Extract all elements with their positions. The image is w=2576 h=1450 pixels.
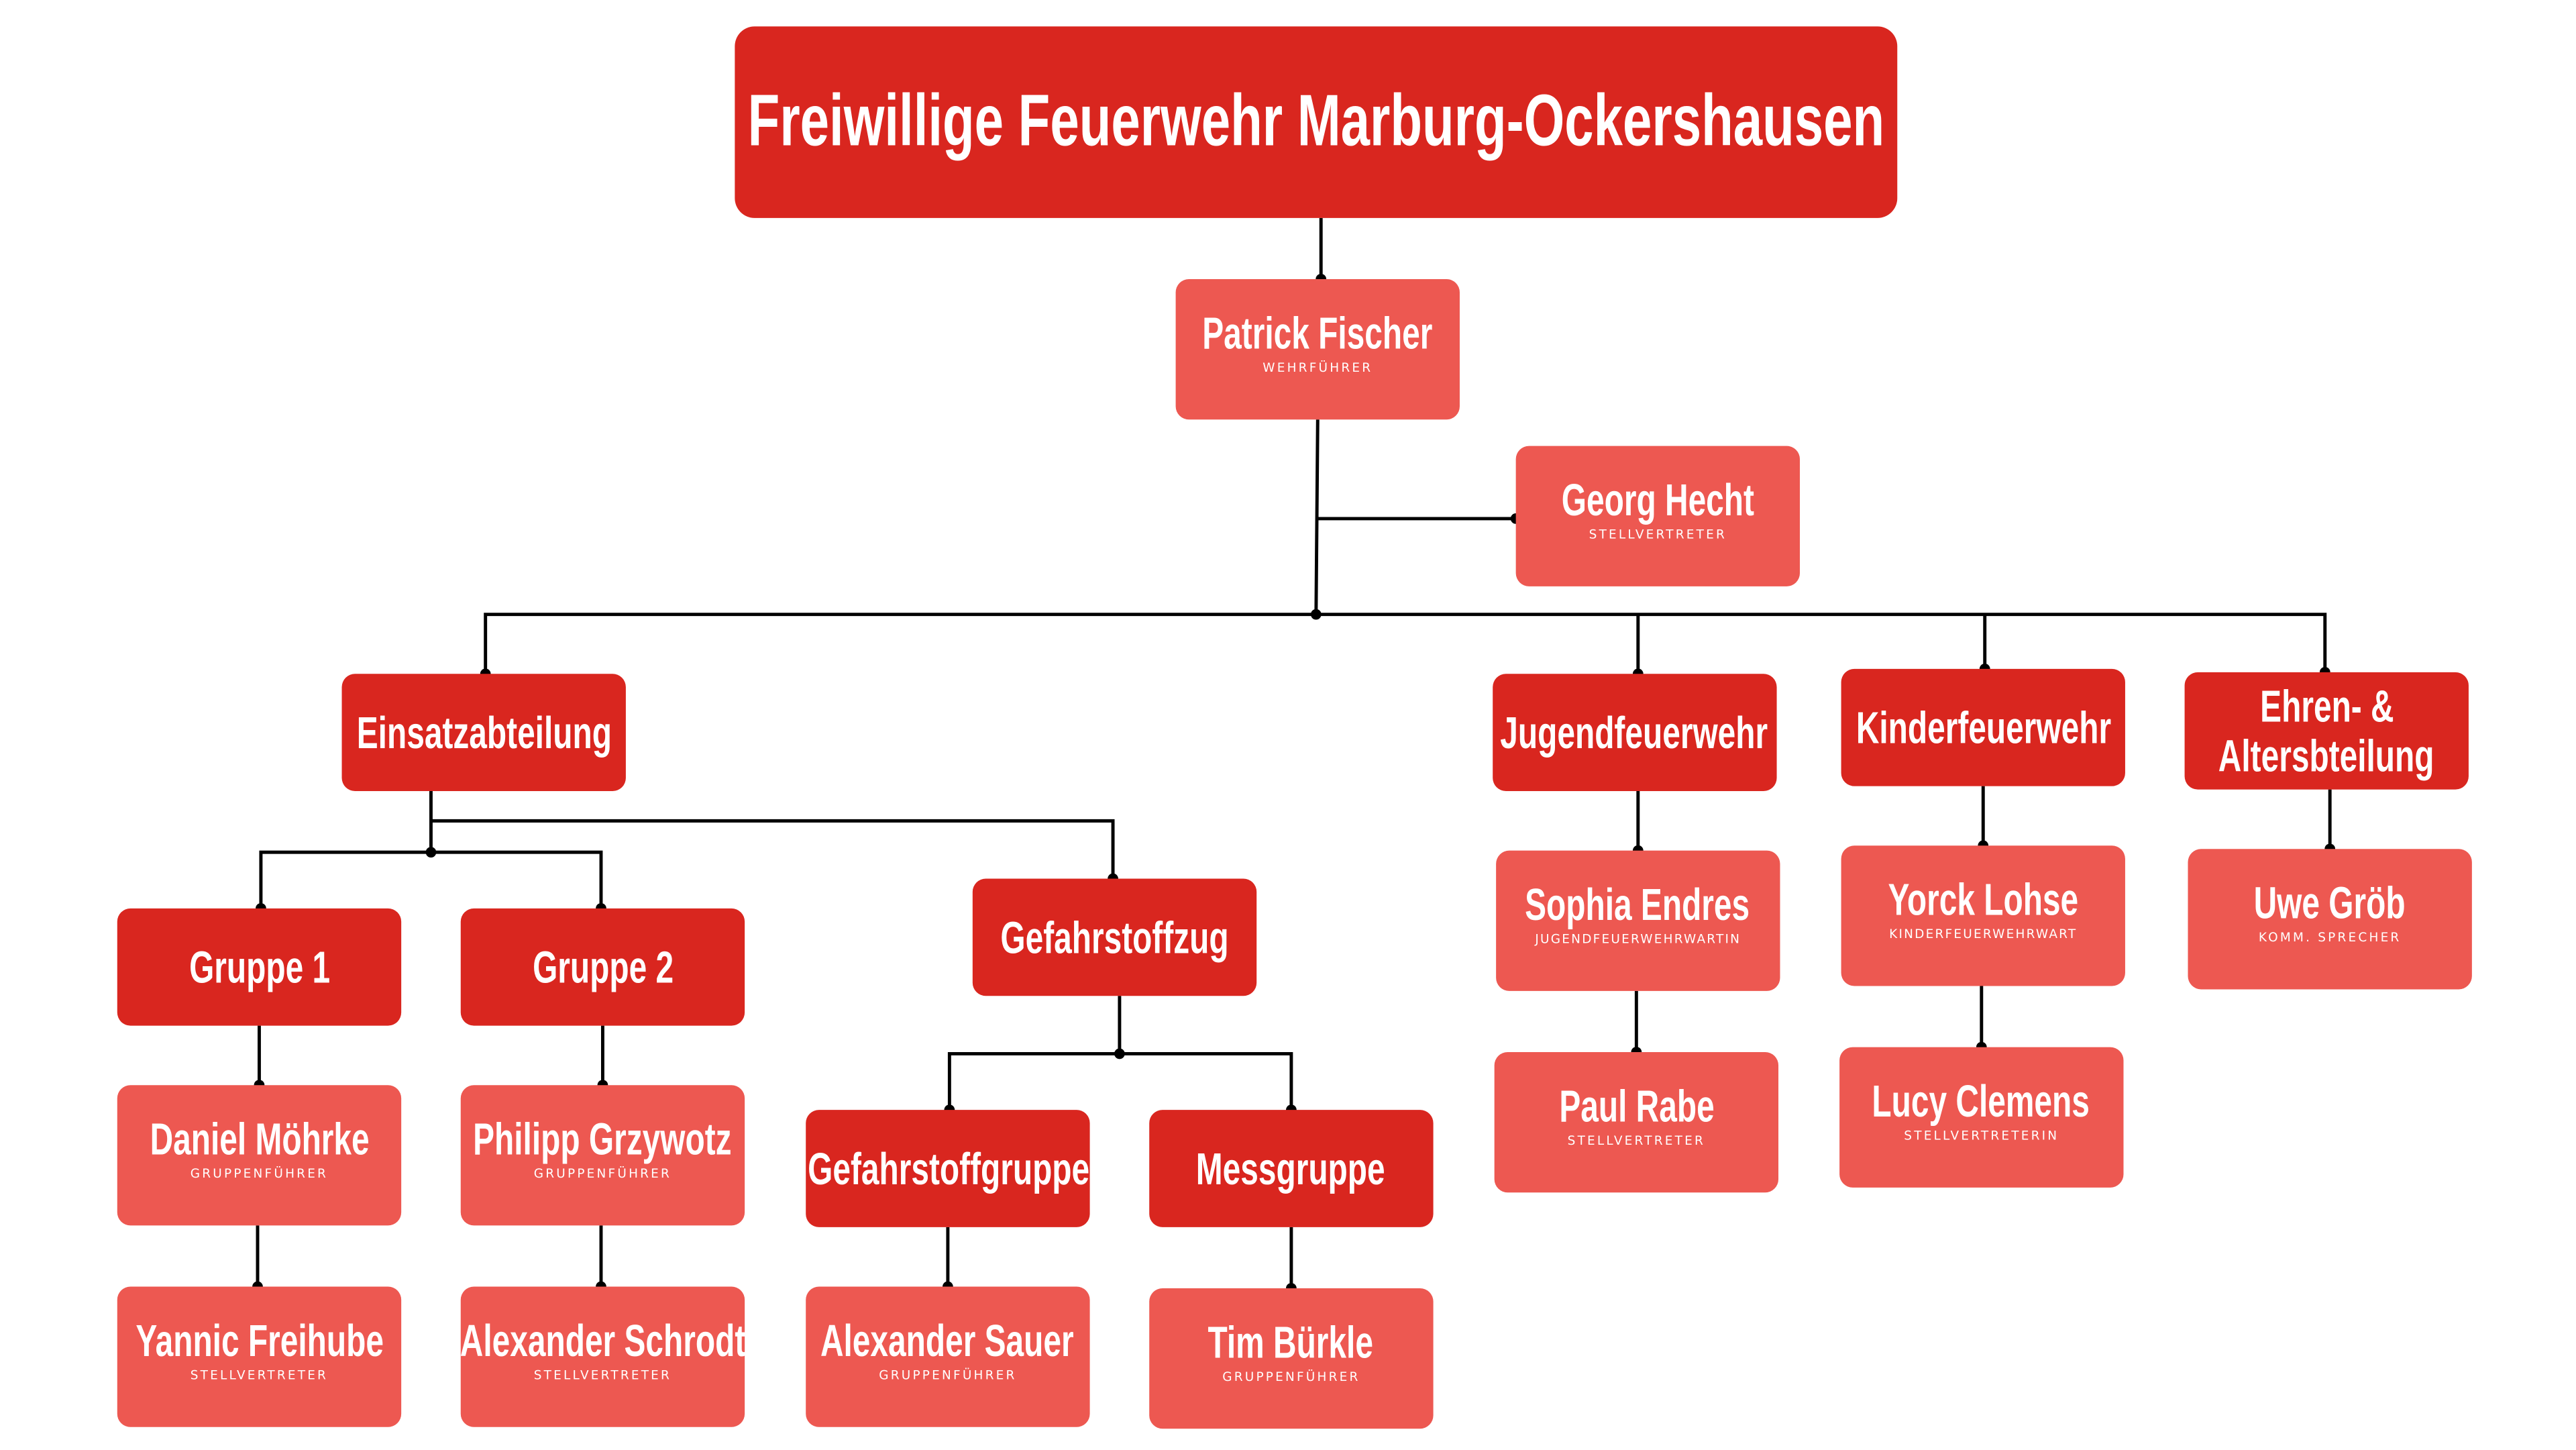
person-role: STELLVERTRETER (190, 1367, 329, 1383)
unit-label-line2: Altersbteilung (2218, 731, 2435, 781)
person-name: Alexander Sauer (821, 1316, 1075, 1366)
person-name: Paul Rabe (1558, 1082, 1715, 1132)
node-lucy-clemens: Lucy Clemens STELLVERTRETERIN (1839, 1047, 2124, 1188)
person-role: STELLVERTRETER (533, 1367, 672, 1383)
person-name: Patrick Fischer (1202, 309, 1433, 359)
connectors (256, 217, 2332, 1288)
unit-gefahrstoffzug: Gefahrstoffzug (972, 878, 1257, 996)
node-yorck-lohse: Yorck Lohse KINDERFEUERWEHRWART (1841, 845, 2125, 986)
node-philipp-grzywotz: Philipp Grzywotz GRUPPENFÜHRER (460, 1085, 745, 1226)
node-deputy: Georg Hecht STELLVERTRETER (1515, 446, 1801, 586)
person-name: Philipp Grzywotz (473, 1115, 733, 1165)
person-name: Sophia Endres (1525, 880, 1751, 930)
person-role: GRUPPENFÜHRER (1222, 1369, 1360, 1384)
person-name: Georg Hecht (1561, 475, 1754, 525)
person-name: Yorck Lohse (1888, 875, 2079, 925)
node-sophia-endres: Sophia Endres JUGENDFEUERWEHRWARTIN (1496, 850, 1780, 991)
person-role: WEHRFÜHRER (1263, 360, 1373, 375)
unit-gefahrstoffgruppe: Gefahrstoffgruppe (806, 1110, 1090, 1227)
dot (1114, 1048, 1125, 1059)
unit-label-line1: Ehren- & (2259, 681, 2394, 731)
person-role: GRUPPENFÜHRER (533, 1166, 672, 1181)
unit-einsatzabteilung: Einsatzabteilung (341, 674, 626, 792)
unit-label: Jugendfeuerwehr (1501, 707, 1769, 758)
person-name: Alexander Schrodt (460, 1316, 746, 1366)
person-name: Uwe Gröb (2254, 878, 2406, 929)
person-role: STELLVERTRETERIN (1904, 1128, 2059, 1143)
unit-label: Gruppe 1 (189, 942, 330, 992)
dot (425, 847, 437, 858)
unit-label: Gruppe 2 (532, 942, 674, 992)
unit-ehren-altersabteilung: Ehren- & Altersbteilung (2184, 672, 2469, 790)
person-name: Lucy Clemens (1872, 1076, 2091, 1127)
chart-title: Freiwillige Feuerwehr Marburg-Ockershaus… (747, 81, 1885, 162)
node-alexander-sauer: Alexander Sauer GRUPPENFÜHRER (806, 1286, 1090, 1427)
node-daniel-moehrke: Daniel Möhrke GRUPPENFÜHRER (117, 1085, 402, 1226)
connector-main-bus (484, 613, 2327, 674)
chart-title-box: Freiwillige Feuerwehr Marburg-Ockershaus… (735, 26, 1898, 218)
unit-gruppe-1: Gruppe 1 (117, 908, 402, 1026)
person-role: KOMM. SPRECHER (2258, 929, 2402, 945)
node-paul-rabe: Paul Rabe STELLVERTRETER (1494, 1051, 1779, 1193)
unit-label: Gefahrstoffgruppe (806, 1143, 1089, 1194)
unit-label: Messgruppe (1196, 1143, 1386, 1194)
node-alexander-schrodt: Alexander Schrodt STELLVERTRETER (460, 1286, 746, 1427)
person-name: Yannic Freihube (135, 1316, 384, 1366)
connector-leader-deputy (1314, 419, 1516, 615)
connector-right (1634, 786, 2332, 1052)
unit-label: Gefahrstoffzug (1000, 912, 1229, 962)
connector-gruppen (256, 1025, 604, 1287)
unit-label: Einsatzabteilung (356, 707, 612, 758)
person-role: GRUPPENFÜHRER (879, 1367, 1017, 1383)
person-role: JUGENDFEUERWEHRWARTIN (1535, 931, 1741, 947)
unit-kinderfeuerwehr: Kinderfeuerwehr (1841, 668, 2125, 786)
node-uwe-groeb: Uwe Gröb KOMM. SPRECHER (2188, 849, 2472, 990)
person-role: GRUPPENFÜHRER (190, 1166, 329, 1181)
unit-gruppe-2: Gruppe 2 (460, 908, 745, 1026)
person-role: STELLVERTRETER (1589, 527, 1727, 542)
unit-label: Kinderfeuerwehr (1856, 703, 2111, 753)
unit-jugendfeuerwehr: Jugendfeuerwehr (1493, 674, 1777, 792)
person-name: Daniel Möhrke (149, 1115, 370, 1165)
node-yannic-freihube: Yannic Freihube STELLVERTRETER (117, 1286, 402, 1427)
dot (1310, 609, 1322, 620)
node-leader: Patrick Fischer WEHRFÜHRER (1175, 278, 1460, 420)
person-name: Tim Bürkle (1208, 1318, 1375, 1368)
person-role: KINDERFEUERWEHRWART (1889, 926, 2078, 942)
unit-messgruppe: Messgruppe (1149, 1110, 1434, 1227)
person-role: STELLVERTRETER (1567, 1133, 1705, 1148)
node-tim-buerkle: Tim Bürkle GRUPPENFÜHRER (1149, 1288, 1434, 1429)
